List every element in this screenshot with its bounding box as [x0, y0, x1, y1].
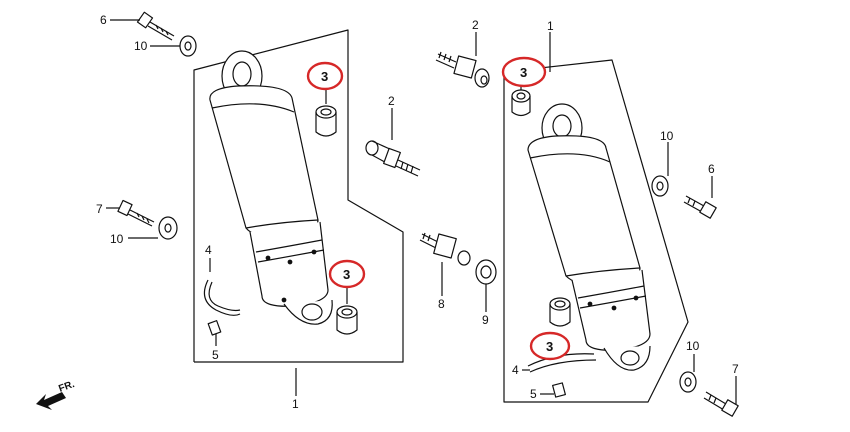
right-shock-absorber [527, 103, 651, 371]
left-bottom-bushing [336, 305, 358, 335]
right-assembly-outline [503, 59, 689, 403]
label-bushing-left-top: 3 [321, 69, 328, 84]
label-tag-right: 5 [530, 387, 537, 401]
label-washer-left-mid: 10 [110, 232, 124, 246]
label-washer-right-bottom: 10 [686, 339, 700, 353]
right-bottom-bushing [549, 297, 571, 327]
center-washer [475, 259, 497, 285]
callout-circle-right-bottom [529, 331, 571, 361]
front-direction-arrow-icon: FR. [36, 379, 76, 410]
center-top-stud [435, 51, 490, 88]
left-mid-bolt [117, 199, 155, 227]
center-low-stud [419, 232, 471, 266]
callout-circle-right-top [501, 56, 547, 88]
label-stud-center-mid: 2 [388, 94, 395, 108]
label-bolt-right-bottom: 7 [732, 362, 739, 376]
label-washer-right-top: 10 [660, 129, 674, 143]
label-assembly-right: 1 [547, 19, 554, 33]
left-clip [203, 279, 241, 316]
callout-circle-left-top [306, 61, 344, 91]
label-clip-right: 4 [512, 363, 519, 377]
right-bottom-washer [679, 371, 697, 393]
right-top-washer [651, 175, 669, 197]
right-bottom-bolt [703, 391, 739, 417]
callout-circle-left-bottom [328, 259, 366, 289]
label-bushing-right-top: 3 [520, 65, 527, 80]
center-mid-stud [365, 140, 421, 177]
label-assembly-left: 1 [292, 397, 299, 411]
label-bushing-left-bottom: 3 [343, 267, 350, 282]
left-assembly-outline [193, 29, 404, 363]
left-top-washer [179, 35, 197, 57]
label-bolt-left-mid: 7 [96, 202, 103, 216]
label-bolt-right-top: 6 [708, 162, 715, 176]
left-top-bushing [315, 105, 337, 137]
label-stud-center-top: 2 [472, 18, 479, 32]
left-shock-absorber [209, 50, 333, 325]
right-top-bushing [511, 89, 531, 117]
label-bushing-right-bottom: 3 [546, 339, 553, 354]
label-washer-left-top: 10 [134, 39, 148, 53]
right-tag [552, 382, 566, 398]
left-mid-washer [158, 216, 178, 240]
label-bolt-left-top: 6 [100, 13, 107, 27]
left-tag [207, 320, 222, 336]
front-direction-label: FR. [57, 379, 76, 395]
left-top-bolt [136, 11, 175, 41]
label-stud-center-low: 8 [438, 297, 445, 311]
right-top-bolt [683, 195, 717, 219]
label-tag-left: 5 [212, 348, 219, 362]
label-washer-center: 9 [482, 313, 489, 327]
label-clip-left: 4 [205, 243, 212, 257]
